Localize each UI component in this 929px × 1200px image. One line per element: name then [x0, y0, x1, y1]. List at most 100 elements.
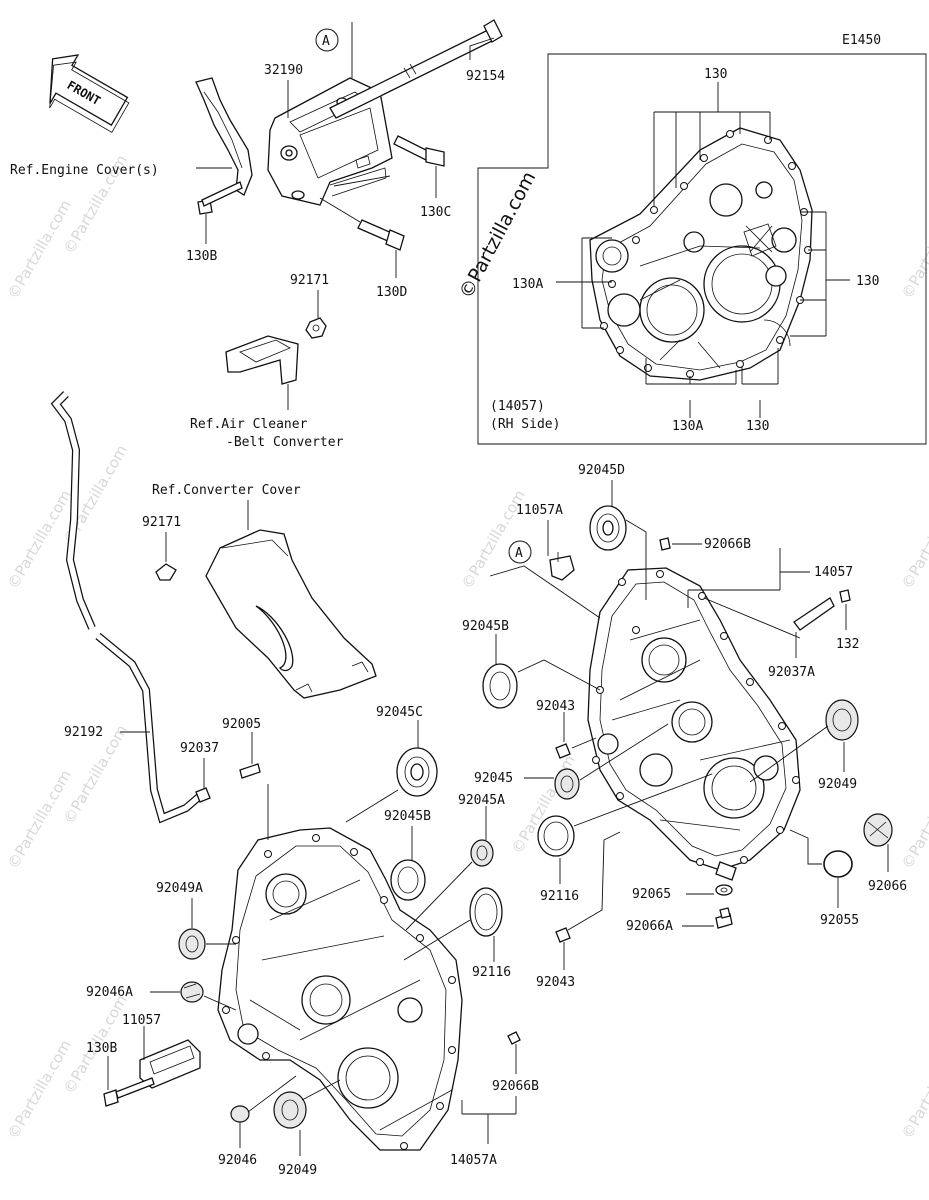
- part-label-92037A: 92037A: [768, 665, 815, 680]
- part-label-92049-right: 92049: [818, 777, 857, 792]
- left-crankcase: [217, 827, 463, 1151]
- bolt-130B-top: [197, 181, 243, 215]
- washer-92065: [715, 884, 733, 896]
- bushing-92116-right: [537, 815, 575, 857]
- seal-92049-bottom: [273, 1091, 307, 1129]
- bearing-92045C: [396, 747, 438, 797]
- rh-side-inset: [477, 53, 927, 445]
- part-label-130-bottom: 130: [746, 419, 769, 434]
- part-label-92171-mid: 92171: [142, 515, 181, 530]
- part-label-130B: 130B: [186, 249, 217, 264]
- converter-cover-duct: [205, 529, 377, 699]
- seal-92045: [554, 768, 580, 800]
- part-label-130B-bottom: 130B: [86, 1041, 117, 1056]
- clamp-92037: [195, 787, 211, 803]
- part-label-92066A: 92066A: [626, 919, 673, 934]
- seal-92049A: [178, 928, 206, 960]
- part-label-92043-top: 92043: [536, 699, 575, 714]
- pin-92005: [239, 763, 261, 779]
- cover-11057A: [549, 552, 575, 581]
- seal-92045A: [470, 839, 494, 867]
- part-label-130C: 130C: [420, 205, 451, 220]
- part-label-92066: 92066: [868, 879, 907, 894]
- watermark: ©Partzilla.com: [898, 767, 929, 872]
- ref-rh-side: (RH Side): [490, 417, 560, 432]
- ref-rh-side-part: (14057): [490, 399, 545, 414]
- callout-a-top: A: [315, 28, 339, 52]
- watermark: ©Partzilla.com: [898, 1037, 929, 1142]
- part-label-14057A: 14057A: [450, 1153, 497, 1168]
- plug-92066A: [715, 907, 733, 929]
- part-label-92043-bottom: 92043: [536, 975, 575, 990]
- part-label-92045C: 92045C: [376, 705, 423, 720]
- bolt-130D: [357, 219, 405, 251]
- part-label-92192: 92192: [64, 725, 103, 740]
- part-label-130-top: 130: [704, 67, 727, 82]
- bolt-130C: [393, 135, 445, 167]
- part-label-92116-left: 92116: [472, 965, 511, 980]
- part-label-92045D: 92045D: [578, 463, 625, 478]
- ref-converter-cover: Ref.Converter Cover: [152, 483, 301, 498]
- part-label-92045: 92045: [474, 771, 513, 786]
- part-label-32190: 32190: [264, 63, 303, 78]
- part-label-130-right: 130: [856, 274, 879, 289]
- bearing-92045B-right: [482, 663, 518, 709]
- callout-marker: A: [322, 34, 330, 49]
- part-label-92045A: 92045A: [458, 793, 505, 808]
- part-label-132: 132: [836, 637, 859, 652]
- part-label-92005: 92005: [222, 717, 261, 732]
- nut-92171-top: [305, 317, 327, 339]
- cap-92066: [863, 813, 893, 847]
- cover-11057: [139, 1039, 201, 1089]
- clip-92171-mid: [155, 563, 177, 581]
- ref-engine-cover: Ref.Engine Cover(s): [10, 163, 159, 178]
- bushing-92046A: [180, 981, 204, 1003]
- part-label-92046: 92046: [218, 1153, 257, 1168]
- o-ring-92055: [823, 850, 853, 878]
- dowel-92043-bottom: [555, 927, 571, 943]
- part-label-92045B-right: 92045B: [462, 619, 509, 634]
- part-label-92116-right: 92116: [540, 889, 579, 904]
- part-label-11057: 11057: [122, 1013, 161, 1028]
- bearing-92045D: [589, 505, 627, 551]
- callout-a-mid: A: [508, 540, 532, 564]
- part-label-92055: 92055: [820, 913, 859, 928]
- ref-air-cleaner: Ref.Air Cleaner: [190, 417, 308, 432]
- diagram-code: E1450: [842, 33, 881, 48]
- air-cleaner-bracket: [225, 335, 299, 385]
- part-label-92065: 92065: [632, 887, 671, 902]
- mount-bracket-32190: [267, 77, 393, 206]
- part-label-92171-top: 92171: [290, 273, 329, 288]
- dowel-92066B-bottom: [507, 1031, 521, 1045]
- bolt-92154: [329, 19, 503, 119]
- bearing-92045B-left: [390, 859, 426, 901]
- part-label-92049A: 92049A: [156, 881, 203, 896]
- dowel-92043-top: [555, 743, 571, 759]
- part-label-92154: 92154: [466, 69, 505, 84]
- ref-belt-converter: -Belt Converter: [226, 435, 344, 450]
- part-label-92037: 92037: [180, 741, 219, 756]
- bushing-92116-left: [469, 887, 503, 937]
- part-label-92066B-top: 92066B: [704, 537, 751, 552]
- part-label-130A-bottom: 130A: [672, 419, 703, 434]
- right-crankcase: [587, 567, 801, 881]
- part-label-11057A: 11057A: [516, 503, 563, 518]
- part-label-92046A: 92046A: [86, 985, 133, 1000]
- engine-cover-bracket: [195, 77, 253, 196]
- sensor-92037A: [793, 589, 851, 631]
- part-label-92066B-bottom: 92066B: [492, 1079, 539, 1094]
- front-arrow-icon: FRONT: [49, 54, 130, 133]
- seal-92049-right: [825, 699, 859, 741]
- watermark: ©Partzilla.com: [898, 197, 929, 302]
- part-label-130D: 130D: [376, 285, 407, 300]
- bushing-92046: [230, 1105, 250, 1123]
- part-label-14057: 14057: [814, 565, 853, 580]
- part-label-92049-bottom: 92049: [278, 1163, 317, 1178]
- bolt-130B-bottom: [103, 1077, 155, 1107]
- dowel-92066B-top: [659, 537, 671, 551]
- callout-marker: A: [515, 546, 523, 561]
- part-label-92045B-left: 92045B: [384, 809, 431, 824]
- watermark: ©Partzilla.com: [898, 487, 929, 592]
- part-label-130A-left: 130A: [512, 277, 543, 292]
